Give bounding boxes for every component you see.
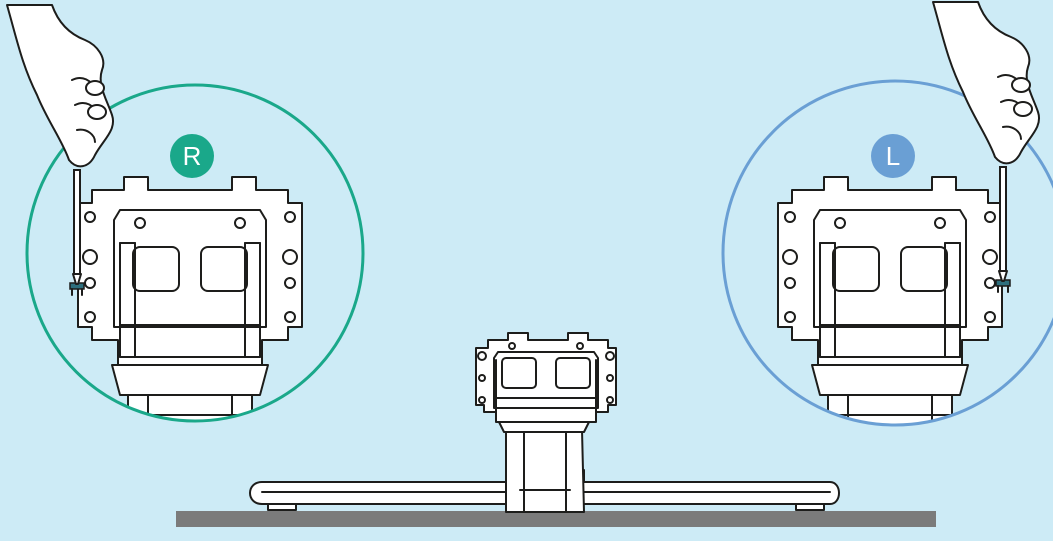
- left-badge: L: [871, 134, 915, 178]
- stand-neck: [498, 420, 590, 512]
- right-badge: R: [170, 134, 214, 178]
- right-badge-label: R: [183, 141, 202, 171]
- stand-bracket: [476, 333, 616, 422]
- floor-strip: [176, 511, 936, 527]
- left-badge-label: L: [886, 141, 900, 171]
